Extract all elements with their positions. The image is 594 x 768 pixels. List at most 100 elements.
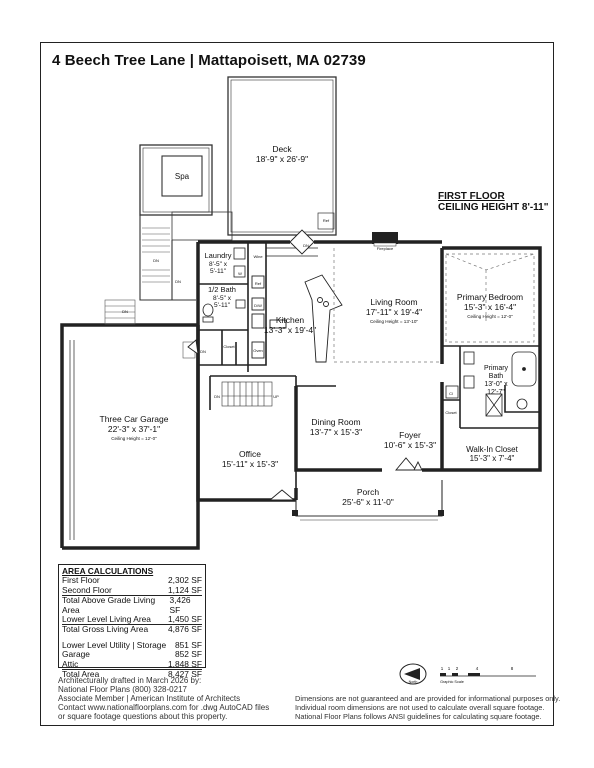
half-bath-dims1: 8'-5" x <box>213 295 232 302</box>
washer-label: W <box>238 271 242 276</box>
interior-stairs <box>221 381 273 407</box>
area-value: 8,427 SF <box>168 669 202 680</box>
credit-line: or square footage questions about this p… <box>58 712 228 721</box>
floor-info: FIRST FLOOR CEILING HEIGHT 8'-11" <box>438 191 548 213</box>
credit-line: Architecturally drafted in March 2026 by… <box>58 676 202 685</box>
deck-name: Deck <box>272 144 292 154</box>
area-label: Second Floor <box>62 584 112 595</box>
interior-walls <box>198 242 540 500</box>
credit-block: Architecturally drafted in March 2026 by… <box>58 676 269 721</box>
dn-label-garage: DN <box>175 279 181 284</box>
walkin-dims: 15'-3" x 7'-4" <box>470 454 515 463</box>
half-bath-name: 1/2 Bath <box>208 285 236 294</box>
page-title: 4 Beech Tree Lane | Mattapoisett, MA 027… <box>52 52 366 69</box>
kitchen-fixtures <box>251 247 343 363</box>
fixture-labels: DN DN DN DN DN DN UP Ref Ref D/W W Wine … <box>122 218 457 415</box>
north-label: North <box>409 680 418 684</box>
drawing-sheet <box>40 42 554 726</box>
ref-label-kitchen: Ref <box>255 281 262 286</box>
ref-label-deck: Ref <box>323 218 330 223</box>
dn-label-rear: DN <box>303 243 309 248</box>
laundry-name: Laundry <box>204 251 231 260</box>
primary-bath-name2: Bath <box>489 373 504 380</box>
dn-label-stairs: DN <box>214 394 220 399</box>
primary-bed-dims: 15'-3" x 16'-4" <box>464 302 516 312</box>
area-value: 2,302 SF <box>168 575 202 586</box>
credit-line: Associate Member | American Institute of… <box>58 694 241 703</box>
garage-name: Three Car Garage <box>100 414 169 424</box>
primary-bath-name1: Primary <box>484 365 509 372</box>
laundry-fixtures <box>202 247 246 323</box>
area-label: Attic <box>62 658 79 669</box>
area-label: First Floor <box>62 575 100 586</box>
laundry-dims1: 8'-5" x <box>209 261 228 268</box>
half-bath-dims2: 5'-11" <box>214 302 231 309</box>
dining-dims: 13'-7" x 15'-3" <box>310 427 362 437</box>
bath-fixtures <box>445 351 537 417</box>
area-value: 1,450 SF <box>168 614 202 625</box>
primary-bed-name: Primary Bedroom <box>457 292 523 302</box>
porch-dims: 25'-6" x 11'-0" <box>342 497 394 507</box>
garage-entry-stairs <box>104 299 196 359</box>
deck-area <box>139 76 337 301</box>
living-ceiling: Ceiling Height = 13'-10" <box>370 319 418 324</box>
scale-tick-1: 1 <box>448 666 451 671</box>
garage-dims: 22'-3" x 37'-1" <box>108 424 160 434</box>
credit-line: National Floor Plans (800) 328-0217 <box>58 685 187 694</box>
scale-tick-8: 8 <box>511 666 514 671</box>
area-label: Total Above Grade Living Area <box>62 595 156 615</box>
doors <box>187 229 423 501</box>
dn-label-deck: DN <box>153 258 159 263</box>
disclaimer-line: Dimensions are not guaranteed and are pr… <box>295 694 561 703</box>
scale-tick-0: 1 <box>441 666 444 671</box>
up-label-stairs: UP <box>273 394 279 399</box>
area-value: 1,848 SF <box>168 658 202 669</box>
credit-line[interactable]: Contact www.nationalfloorplans.com for .… <box>58 703 270 712</box>
garage-ceiling: Ceiling Height = 12'-0" <box>111 436 157 441</box>
area-value: 851 SF <box>174 639 202 650</box>
graphic-scale: 1 1 2 4 8 Graphic Scale <box>440 666 536 684</box>
area-calculations-table: AREA CALCULATIONS First Floor 2,302 SF Se… <box>58 564 206 679</box>
area-value: 852 SF <box>174 649 202 660</box>
foyer-name: Foyer <box>399 430 421 440</box>
area-heading: AREA CALCULATIONS <box>62 566 154 576</box>
closet-label: Closet <box>223 344 235 349</box>
primary-bath-dims2: 12'-7" <box>487 389 505 396</box>
area-value: 4,876 SF <box>168 624 202 635</box>
garage-doors <box>69 340 75 540</box>
office-name: Office <box>239 449 261 459</box>
fireplace-label: Fireplace <box>377 246 394 251</box>
area-row: Attic 1,848 SF <box>62 658 202 671</box>
dn-label-mudroom: DN <box>200 349 206 354</box>
openings <box>333 248 535 363</box>
cl-label: Cl <box>449 391 453 396</box>
living-name: Living Room <box>370 297 417 307</box>
scale-tick-2: 2 <box>456 666 459 671</box>
floor-name: FIRST FLOOR <box>438 191 505 202</box>
ceiling-height: CEILING HEIGHT 8'-11" <box>438 202 549 213</box>
disclaimer-block: Dimensions are not guaranteed and are pr… <box>295 694 560 721</box>
dining-name: Dining Room <box>311 417 360 427</box>
living-dims: 17'-11" x 19'-4" <box>366 307 422 317</box>
kitchen-name: Kitchen <box>276 315 305 325</box>
foyer-dims: 10'-6" x 15'-3" <box>384 440 436 450</box>
office-dims: 15'-11" x 15'-3" <box>222 459 278 469</box>
walkin-name: Walk-In Closet <box>466 445 518 454</box>
fireplace <box>372 232 398 247</box>
spa-name: Spa <box>175 172 190 181</box>
disclaimer-line: National Floor Plans follows ANSI guidel… <box>295 712 542 721</box>
laundry-dims2: 5'-11" <box>210 268 227 275</box>
oven-label: Oven <box>253 348 263 353</box>
room-labels: Deck 18'-9" x 26'-9" Spa Laundry 8'-5" x… <box>100 144 524 507</box>
disclaimer-line: Individual room dimensions are not used … <box>295 703 545 712</box>
dw-label: D/W <box>254 303 262 308</box>
closet-label-bath: Closet <box>445 410 457 415</box>
